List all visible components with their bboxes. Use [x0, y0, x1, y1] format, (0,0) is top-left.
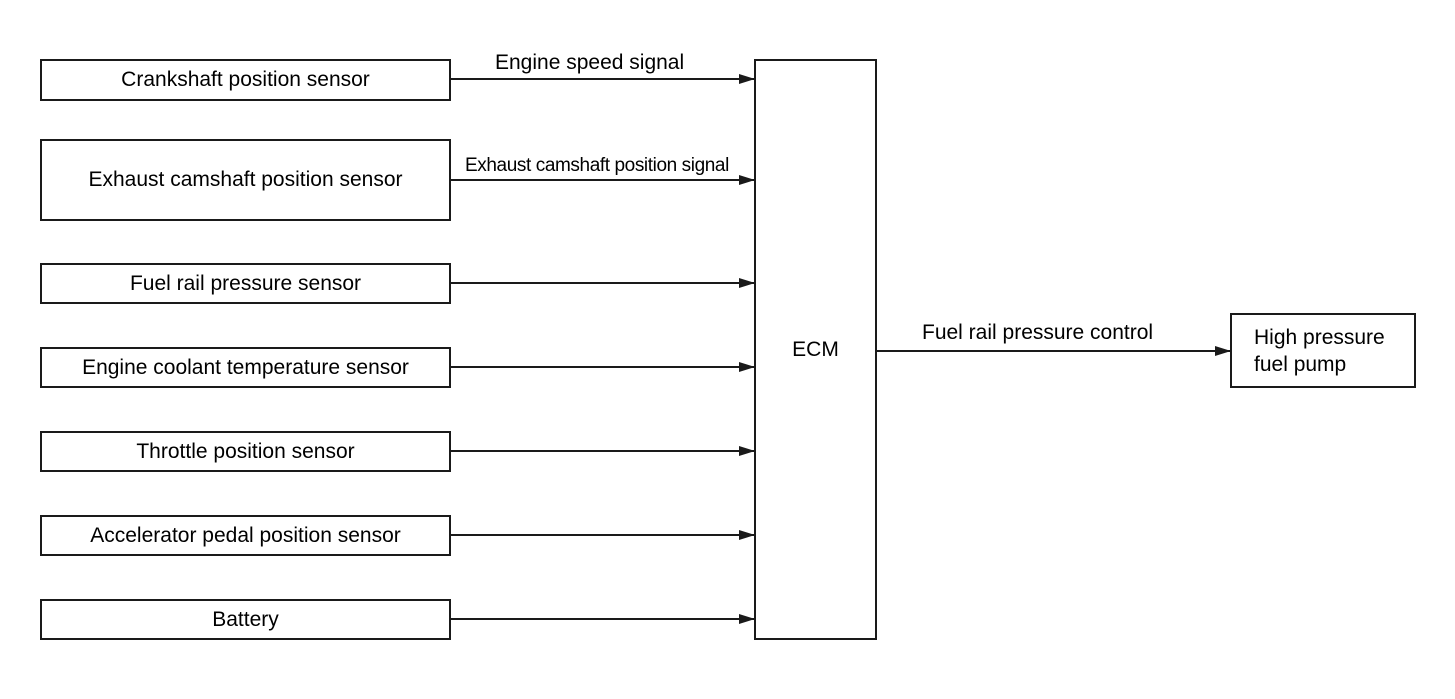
sensor-box-throttle: Throttle position sensor [40, 431, 451, 472]
sensor-box-accelerator-pedal: Accelerator pedal position sensor [40, 515, 451, 556]
sensor-label-engine-coolant: Engine coolant temperature sensor [82, 355, 409, 379]
sensor-box-fuel-rail-pressure: Fuel rail pressure sensor [40, 263, 451, 304]
ecm-box: ECM [754, 59, 877, 640]
sensor-box-crankshaft: Crankshaft position sensor [40, 59, 451, 101]
sensor-label-exhaust-camshaft: Exhaust camshaft position sensor [88, 168, 403, 191]
sensor-label-throttle: Throttle position sensor [136, 439, 355, 463]
signal-label-engine-speed: Engine speed signal [495, 51, 685, 74]
fuel-pump-label-line2: fuel pump [1254, 352, 1347, 376]
fuel-pump-box: High pressure fuel pump [1230, 313, 1416, 388]
sensor-box-engine-coolant: Engine coolant temperature sensor [40, 347, 451, 388]
signal-label-fuel-rail-control: Fuel rail pressure control [922, 321, 1154, 344]
signal-label-exhaust-camshaft: Exhaust camshaft position signal [465, 155, 729, 176]
fuel-pump-label: High pressure fuel pump [1254, 324, 1385, 378]
sensor-label-accelerator-pedal: Accelerator pedal position sensor [90, 523, 401, 547]
ecm-label: ECM [792, 337, 839, 361]
fuel-pump-label-line1: High pressure [1254, 325, 1385, 349]
sensor-label-crankshaft: Crankshaft position sensor [121, 68, 370, 91]
sensor-label-fuel-rail-pressure: Fuel rail pressure sensor [129, 271, 362, 295]
sensor-box-battery: Battery [40, 599, 451, 640]
sensor-label-battery: Battery [212, 607, 279, 631]
sensor-box-exhaust-camshaft: Exhaust camshaft position sensor [40, 139, 451, 221]
